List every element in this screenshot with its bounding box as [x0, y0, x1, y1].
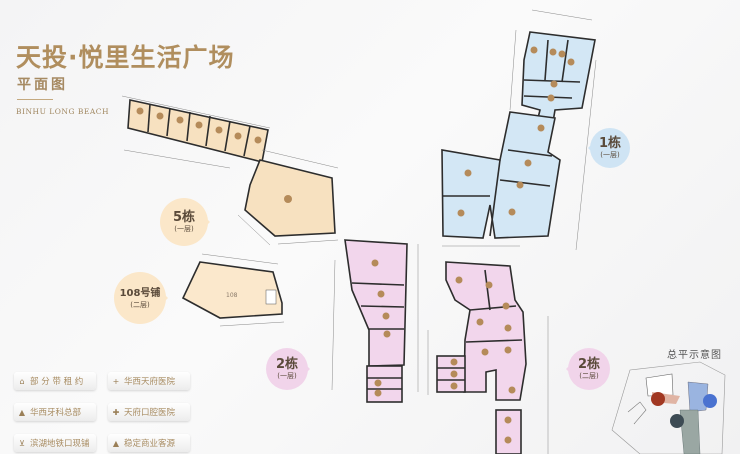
- page-title: 天投·悦里生活广场: [16, 43, 235, 72]
- building-2-floor1-plan: [331, 239, 419, 403]
- building-2-floor2-plan: [427, 261, 549, 454]
- tag-customers: ▲ 稳定商业客源: [108, 434, 190, 452]
- tag-dental-hospital: ✚ 天府口腔医院: [108, 403, 190, 421]
- building-5-main: [237, 149, 339, 246]
- page-subtitle: 平面图: [17, 77, 68, 93]
- building-5-shops: [121, 95, 271, 169]
- tag-dental-hq: ▲ 华西牙科总部: [14, 403, 96, 421]
- store-108-label: 108号铺 (二层): [114, 272, 168, 324]
- svg-text:108: 108: [226, 292, 238, 299]
- building-2-floor1-label: 2栋 (一层): [266, 348, 310, 390]
- dental-icon: ✚: [112, 407, 120, 417]
- person-icon: ▲: [112, 438, 120, 448]
- store-108-plan: 108: [181, 253, 285, 327]
- building-1-label: 1栋 (一层): [588, 128, 630, 168]
- home-icon: ⌂: [19, 376, 25, 386]
- plus-icon: +: [112, 376, 120, 386]
- english-name: BINHU LONG BEACH: [16, 107, 110, 116]
- cart-icon: ⊻: [19, 438, 25, 448]
- building-2-floor2-label: 2栋 (二层): [566, 348, 610, 390]
- tag-metro: ⊻ 滨湖地铁口现铺: [14, 434, 96, 452]
- building-5-label: 5栋 (一层): [160, 198, 210, 246]
- tooth-icon: ▲: [18, 407, 26, 417]
- site-plan-map: [611, 361, 726, 454]
- tag-hospital: + 华西天府医院: [108, 372, 190, 390]
- site-plan-title: 总平示意图: [667, 350, 722, 361]
- divider: [17, 99, 53, 100]
- building-1-plan: [441, 9, 597, 251]
- tag-lease: ⌂ 部 分 带 租 约: [14, 372, 96, 390]
